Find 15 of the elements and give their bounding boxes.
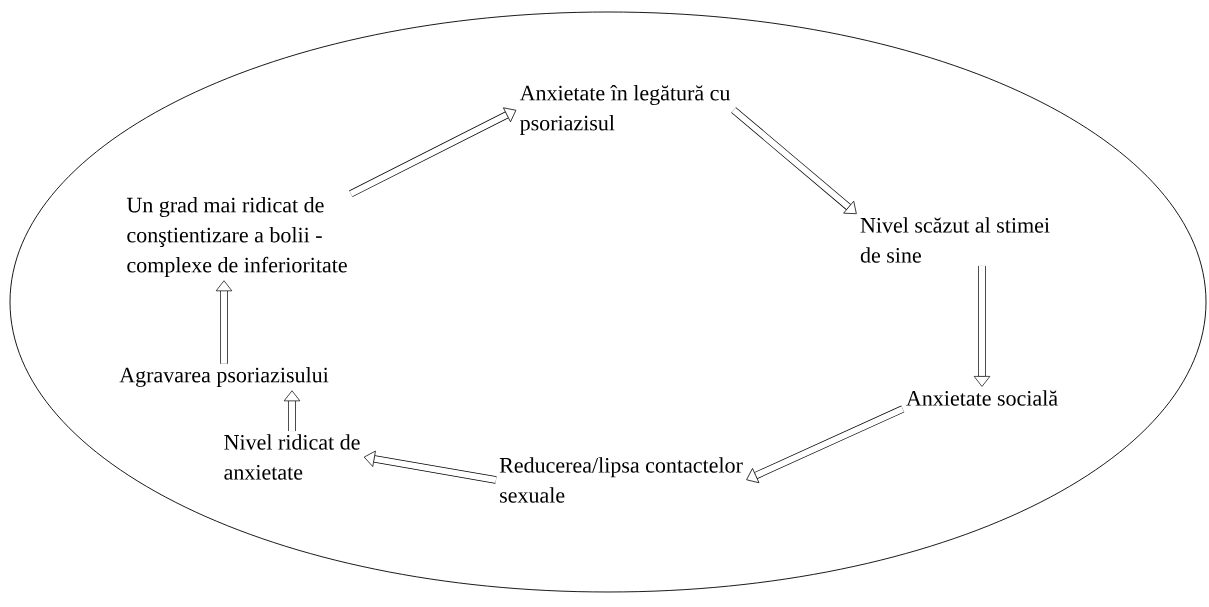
step-text: Reducerea/lipsa contactelor sexuale [499,457,743,503]
step-text: Anxietate în legătură cu psoriazisul [519,85,731,135]
step-text: Un grad mai ridicat de conştientizare a bolii - complexe de inferioritate [126,197,347,277]
step-text: Agravarea psoriazisului [119,367,329,387]
block-arrow [349,107,517,198]
ellipse-outline [9,11,1207,593]
block-arrow [973,265,991,387]
step-text: Nivel ridicat de anxietate [224,434,360,480]
block-arrow [731,107,857,215]
block-arrow [746,405,905,484]
step-text: Nivel scăzut al stimei de sine [860,217,1050,263]
block-arrow [283,390,301,432]
block-arrow [363,450,497,484]
step-text: Anxietate socială [906,390,1058,406]
block-arrow [215,280,233,364]
